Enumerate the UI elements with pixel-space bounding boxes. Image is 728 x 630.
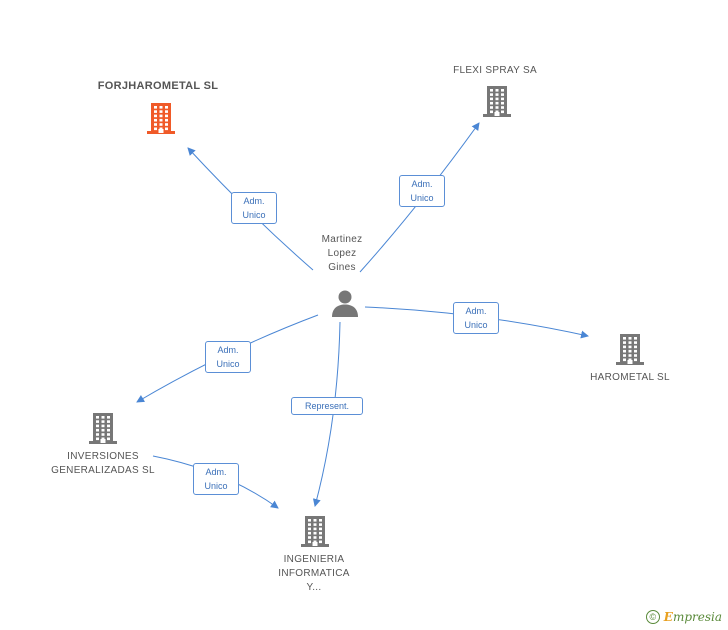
company-name-flexispray: FLEXI SPRAY SA — [453, 65, 537, 76]
edge-label-adm-unico-harometal[interactable]: Adm. Unico — [453, 302, 499, 334]
company-name-inversiones-line-2: GENERALIZADAS SL — [51, 465, 155, 476]
person-icon[interactable] — [330, 288, 360, 318]
edge-label-line: Adm. — [217, 345, 239, 355]
building-icon[interactable] — [145, 101, 177, 135]
company-label-ingenieria[interactable]: INGENIERIA INFORMATICA Y... — [262, 553, 366, 595]
edge-label-line: Adm. — [411, 179, 433, 189]
company-label-flexispray[interactable]: FLEXI SPRAY SA — [430, 64, 560, 78]
company-name-ingenieria-line-2: INFORMATICA — [278, 568, 350, 579]
brand-rest: mpresia — [672, 610, 722, 624]
company-name-ingenieria-line-1: INGENIERIA — [283, 554, 345, 565]
company-name-forjharometal: FORJHAROMETAL SL — [97, 80, 219, 92]
person-name-label[interactable]: Martinez Lopez Gines — [300, 233, 384, 275]
edge-label-line: Adm. — [205, 467, 227, 477]
brand-initial: E — [663, 610, 673, 624]
empresia-logo: Empresia — [664, 610, 722, 624]
edge-label-represent-ingenieria[interactable]: Represent. — [291, 397, 363, 415]
building-icon[interactable] — [299, 514, 331, 548]
edge-label-adm-unico-inversiones-ingenieria[interactable]: Adm. Unico — [193, 463, 239, 495]
edge-label-line: Unico — [242, 210, 266, 220]
building-icon[interactable] — [481, 84, 513, 118]
edge-label-adm-unico-forjharometal[interactable]: Adm. Unico — [231, 192, 277, 224]
company-name-ingenieria-line-3: Y... — [306, 582, 322, 593]
company-label-harometal[interactable]: HAROMETAL SL — [570, 371, 690, 385]
edge-to-ingenieria — [312, 321, 341, 507]
person-name-line-2: Lopez — [327, 248, 357, 259]
edge-label-line: Unico — [204, 481, 228, 491]
edge-label-line: Unico — [464, 320, 488, 330]
edge-label-line: Adm. — [465, 306, 487, 316]
person-name-line-1: Martinez — [321, 234, 363, 245]
edge-label-adm-unico-inversiones[interactable]: Adm. Unico — [205, 341, 251, 373]
edge-label-line: Adm. — [243, 196, 265, 206]
copyright-icon: © — [645, 610, 660, 624]
building-icon[interactable] — [87, 411, 119, 445]
copyright-notice[interactable]: © Empresia — [645, 610, 722, 624]
company-label-inversiones[interactable]: INVERSIONES GENERALIZADAS SL — [38, 450, 168, 478]
company-name-inversiones-line-1: INVERSIONES — [67, 451, 139, 462]
company-name-harometal: HAROMETAL SL — [590, 372, 670, 383]
edge-label-line: Unico — [410, 193, 434, 203]
edge-label-line: Unico — [216, 359, 240, 369]
person-name-line-3: Gines — [328, 262, 356, 273]
edge-label-adm-unico-flexispray[interactable]: Adm. Unico — [399, 175, 445, 207]
edge-label-line: Represent. — [304, 401, 350, 411]
building-icon[interactable] — [614, 332, 646, 366]
company-label-forjharometal[interactable]: FORJHAROMETAL SL — [88, 79, 228, 93]
